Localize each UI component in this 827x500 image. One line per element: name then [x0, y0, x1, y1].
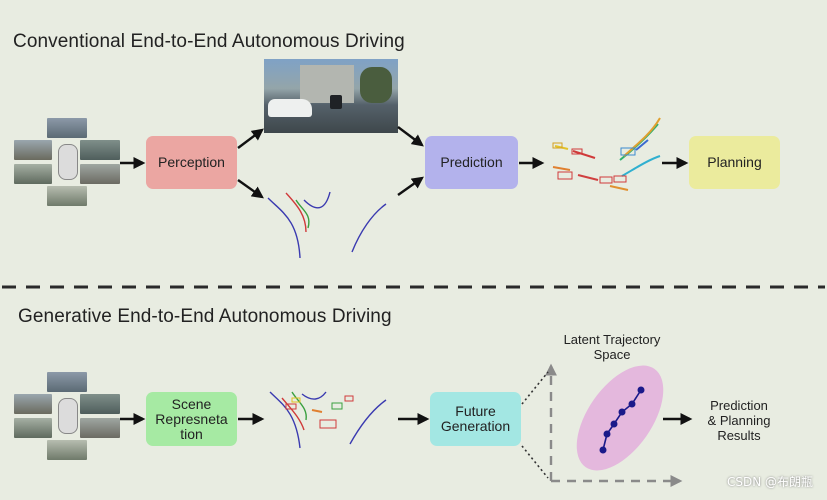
planning-box: Planning — [689, 136, 780, 189]
latent-distribution-ellipse — [576, 365, 664, 471]
camera-back — [47, 440, 87, 460]
camera-back — [47, 186, 87, 206]
camera-mosaic-top — [14, 118, 120, 208]
ego-car-icon — [58, 398, 78, 434]
latent-trajectory-points — [599, 386, 645, 454]
latent-dotted-links — [521, 371, 549, 479]
map-lanes-bottom — [269, 391, 387, 449]
latent-axes — [545, 363, 683, 487]
camera-front-right — [80, 140, 120, 160]
camera-front — [47, 372, 87, 392]
prediction-box: Prediction — [425, 136, 518, 189]
tree-shape — [360, 67, 392, 103]
watermark: CSDN @布朗瓶 — [726, 475, 813, 489]
arrow-scene-to-prediction — [397, 126, 424, 147]
future-generation-box: Future Generation — [430, 392, 521, 446]
dark-car-shape — [330, 95, 342, 109]
arrow-map-to-prediction — [397, 176, 424, 196]
camera-back-right — [80, 418, 120, 438]
camera-front-left — [14, 394, 52, 414]
generative-title: Generative End-to-End Autonomous Driving — [18, 306, 392, 327]
latent-trajectory-line — [602, 389, 642, 451]
camera-front-right — [80, 394, 120, 414]
predicted-trajectories-top — [552, 117, 661, 191]
camera-mosaic-bottom — [14, 372, 120, 462]
camera-back-right — [80, 164, 120, 184]
map-lanes-top — [267, 191, 387, 259]
camera-front-left — [14, 140, 52, 160]
ego-car-icon — [58, 144, 78, 180]
building-shape — [300, 65, 354, 103]
arrow-perception-to-scene — [237, 128, 264, 149]
street-scene-image — [264, 59, 398, 133]
arrow-perception-to-map — [237, 179, 264, 199]
scene-representation-box: Scene Represneta tion — [146, 392, 237, 446]
white-car-shape — [268, 99, 312, 117]
latent-space-label: Latent Trajectory Space — [563, 332, 661, 362]
conventional-title: Conventional End-to-End Autonomous Drivi… — [13, 31, 405, 52]
camera-back-left — [14, 164, 52, 184]
perception-box: Perception — [146, 136, 237, 189]
camera-front — [47, 118, 87, 138]
results-label: Prediction & Planning Results — [707, 398, 771, 443]
camera-back-left — [14, 418, 52, 438]
